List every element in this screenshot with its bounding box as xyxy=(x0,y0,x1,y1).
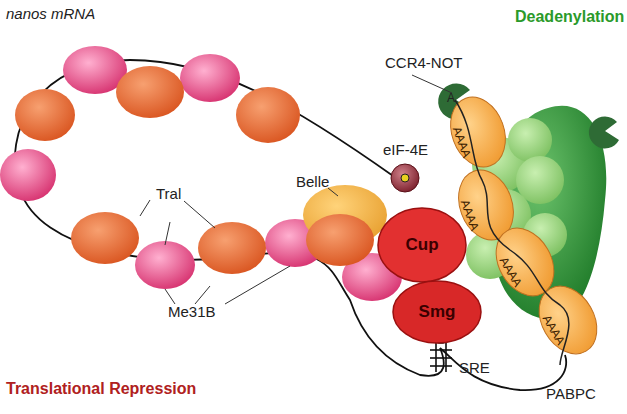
mrna-strand xyxy=(15,60,566,390)
label-text: eIF-4E xyxy=(383,142,428,159)
protein-name: Smg xyxy=(419,302,456,322)
label-text: nanos mRNA xyxy=(6,6,95,23)
tral-proteins xyxy=(15,66,300,274)
label-text: Deadenylation xyxy=(515,8,624,26)
label-text: SRE xyxy=(459,360,490,377)
label-text: A xyxy=(447,92,455,105)
label-text: Belle xyxy=(296,174,329,191)
eif4e-cap xyxy=(391,164,419,192)
me31b-proteins xyxy=(0,46,402,301)
protein-ellipse: Cup xyxy=(377,207,467,283)
label-text: Translational Repression xyxy=(6,380,196,398)
tral-protein xyxy=(306,214,374,266)
label-text: Me31B xyxy=(168,304,216,321)
mrna-cap xyxy=(401,174,409,182)
label-text: CCR4-NOT xyxy=(385,55,463,72)
label-text: Tral xyxy=(156,186,181,203)
protein-name: Cup xyxy=(405,235,438,255)
label-text: PABPC xyxy=(546,386,596,403)
protein-ellipse: Smg xyxy=(392,280,482,344)
